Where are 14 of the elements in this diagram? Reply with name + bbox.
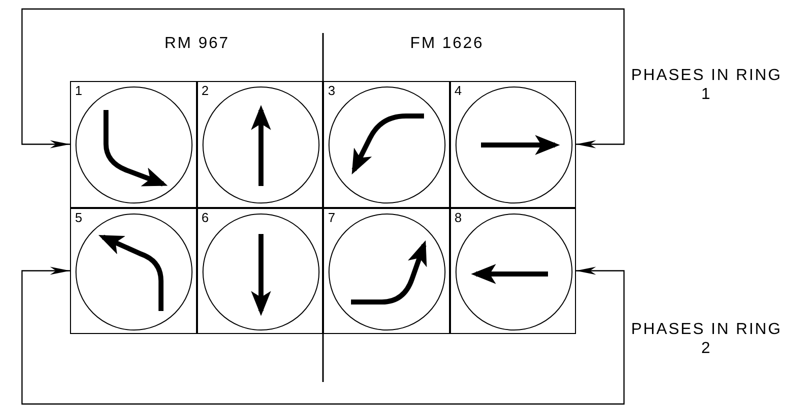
phase-number: 1	[75, 84, 82, 98]
road-name: RM 967	[163, 34, 231, 53]
phase-number: 8	[454, 210, 462, 224]
phase-number: 7	[328, 210, 336, 224]
ring-arrow	[21, 8, 625, 148]
road-name: FM 1626	[409, 34, 485, 53]
ring-label: PHASES IN RING 2	[630, 320, 783, 358]
ring-label: PHASES IN RING 1	[630, 66, 783, 104]
phase-number: 3	[328, 84, 336, 98]
phase-number: 4	[454, 84, 462, 98]
phase-number: 2	[202, 84, 209, 98]
ring-arrow	[21, 266, 625, 405]
phase-number: 6	[202, 210, 209, 224]
phase-number: 5	[75, 210, 82, 224]
